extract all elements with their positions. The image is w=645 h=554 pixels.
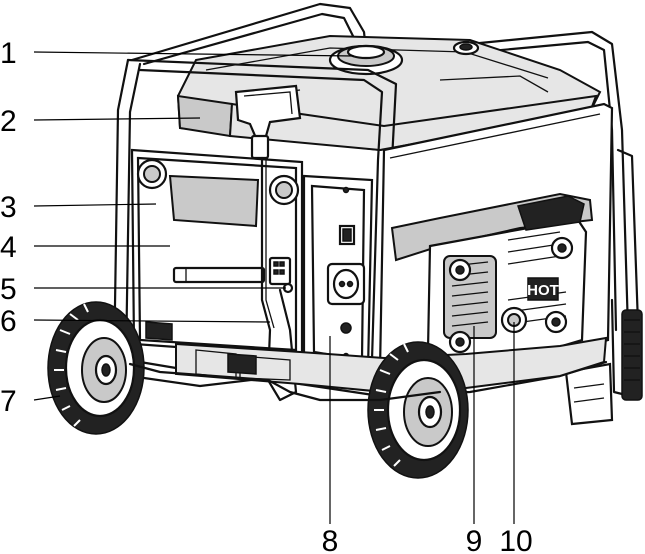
right-wheel — [367, 341, 469, 479]
leader-lines — [33, 51, 515, 524]
callout-4: 4 — [0, 231, 17, 264]
ac-outlet — [326, 262, 366, 306]
callout-6: 6 — [0, 305, 17, 338]
power-switch — [338, 224, 356, 246]
carry-handle — [234, 84, 302, 160]
muffler-cover: HOT — [426, 218, 588, 366]
callout-2: 2 — [0, 105, 17, 138]
callout-7: 7 — [0, 385, 17, 418]
callout-1: 1 — [0, 37, 17, 70]
callout-3: 3 — [0, 191, 17, 224]
callout-9: 9 — [466, 525, 483, 554]
fuel-cap — [328, 44, 404, 76]
callout-8: 8 — [322, 525, 339, 554]
left-wheel — [47, 301, 145, 435]
callout-5: 5 — [0, 273, 17, 306]
dc-terminals — [268, 256, 294, 294]
callout-labels: 1 2 3 4 5 6 7 8 9 10 — [0, 37, 533, 554]
hot-warning-label: HOT — [527, 277, 559, 301]
hot-text: HOT — [527, 282, 559, 299]
callout-10: 10 — [499, 525, 532, 554]
generator-illustration: HOT — [47, 2, 643, 479]
control-knobs — [136, 158, 300, 206]
oil-drain-plug — [500, 306, 528, 334]
fuel-gauge — [452, 40, 480, 56]
